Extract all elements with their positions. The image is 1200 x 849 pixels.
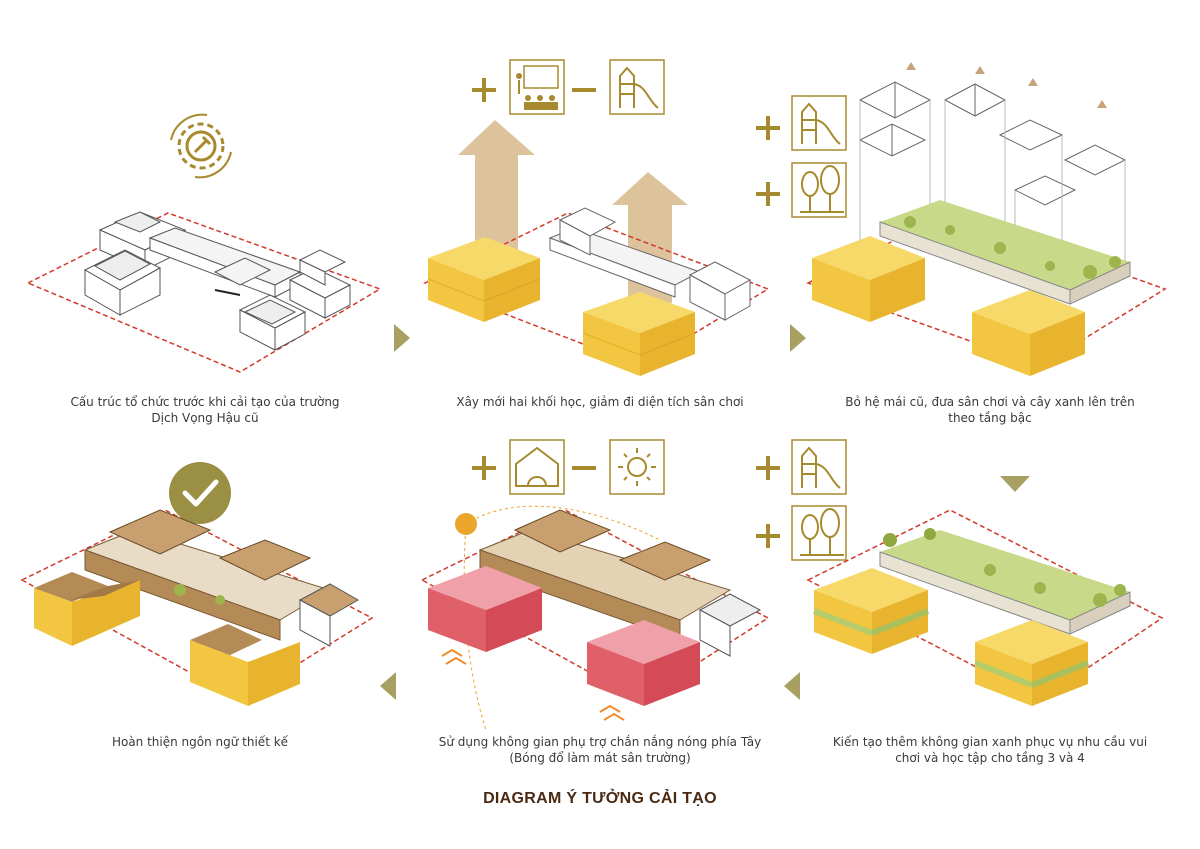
step-4-diagram: Kiến tạo thêm không gian xanh phục vụ nh… bbox=[756, 430, 1200, 790]
step-6-caption-line1: Hoàn thiện ngôn ngữ thiết kế bbox=[111, 735, 289, 749]
site-boundary bbox=[423, 212, 770, 367]
wood-roof-structure bbox=[478, 509, 762, 657]
shading-block-right bbox=[587, 620, 700, 706]
prev-step-arrow bbox=[380, 672, 396, 700]
next-step-arrow bbox=[790, 324, 806, 352]
sun-path bbox=[465, 505, 661, 541]
classroom-icon bbox=[509, 59, 565, 115]
existing-buildings bbox=[83, 211, 352, 351]
plus-icon bbox=[756, 116, 780, 140]
green-roof-corridor bbox=[879, 200, 1131, 305]
existing-buildings bbox=[548, 207, 752, 321]
step-2-drawing bbox=[423, 59, 770, 376]
step-4-caption-line2: chơi và học tập cho tầng 3 và 4 bbox=[895, 751, 1085, 765]
site-boundary bbox=[420, 509, 770, 701]
step-3-caption-line2: theo tầng bậc bbox=[948, 411, 1032, 425]
green-block-right bbox=[973, 620, 1090, 706]
step-5-caption-line2: (Bóng đổ làm mát sân trường) bbox=[509, 751, 691, 765]
playground-icon bbox=[791, 95, 847, 151]
step-5-caption-line1: Sử dụng không gian phụ trợ chắn nắng nón… bbox=[438, 735, 762, 749]
shade-house-icon bbox=[509, 439, 565, 495]
step-6-drawing bbox=[20, 462, 374, 706]
step-2-diagram: Xây mới hai khối học, giảm đi diện tích … bbox=[400, 0, 800, 409]
plus-icon bbox=[756, 456, 780, 480]
playground-icon bbox=[791, 439, 847, 495]
up-arrow-left bbox=[458, 120, 535, 258]
plus-icon bbox=[472, 456, 496, 480]
step-6-diagram: Hoàn thiện ngôn ngữ thiết kế bbox=[0, 430, 400, 790]
green-roof-corridor bbox=[879, 528, 1131, 635]
step-3-caption-line1: Bỏ hệ mái cũ, đưa sân chơi và cây xanh l… bbox=[845, 395, 1135, 409]
plus-icon bbox=[756, 182, 780, 206]
diagram-title: DIAGRAM Ý TƯỞNG CẢI TẠO bbox=[483, 790, 717, 807]
step-4-drawing bbox=[756, 439, 1164, 706]
new-block-left bbox=[427, 237, 541, 322]
next-step-arrow bbox=[394, 324, 410, 352]
finished-block-right bbox=[190, 624, 300, 706]
step-1-drawing bbox=[26, 113, 382, 373]
prev-step-arrow bbox=[784, 672, 800, 700]
heat-waves-icon bbox=[441, 648, 625, 721]
plus-icon bbox=[472, 78, 496, 102]
step-2-caption-line1: Xây mới hai khối học, giảm đi diện tích … bbox=[456, 395, 744, 409]
shading-block-left bbox=[428, 566, 542, 652]
new-block-right bbox=[582, 292, 696, 376]
wood-roof-structure bbox=[83, 509, 360, 647]
step-1-caption-line1: Cấu trúc tổ chức trước khi cải tạo của t… bbox=[70, 395, 340, 409]
plus-icon bbox=[756, 524, 780, 548]
down-step-arrow bbox=[1000, 476, 1030, 492]
green-block-left bbox=[812, 568, 930, 654]
trees-icon bbox=[791, 505, 847, 561]
up-arrow-small bbox=[906, 62, 1107, 108]
step-3-diagram: Bỏ hệ mái cũ, đưa sân chơi và cây xanh l… bbox=[756, 0, 1200, 425]
new-block-right bbox=[972, 290, 1085, 376]
check-icon bbox=[169, 462, 231, 524]
site-boundary bbox=[806, 509, 1164, 701]
playground-icon bbox=[609, 59, 665, 115]
finished-block-left bbox=[34, 572, 140, 646]
step-5-diagram: Sử dụng không gian phụ trợ chắn nắng nón… bbox=[400, 430, 800, 790]
step-3-drawing bbox=[756, 62, 1167, 376]
step-1-diagram: Cấu trúc tổ chức trước khi cải tạo của t… bbox=[0, 0, 400, 425]
new-block-left bbox=[812, 236, 925, 322]
trees-icon bbox=[791, 162, 847, 218]
step-4-caption-line1: Kiến tạo thêm không gian xanh phục vụ nh… bbox=[832, 735, 1148, 749]
step-1-caption-line2: Dịch Vọng Hậu cũ bbox=[151, 411, 259, 425]
sun-icon bbox=[609, 439, 665, 495]
step-5-drawing bbox=[420, 439, 770, 731]
gear-wrench-icon bbox=[170, 113, 232, 179]
